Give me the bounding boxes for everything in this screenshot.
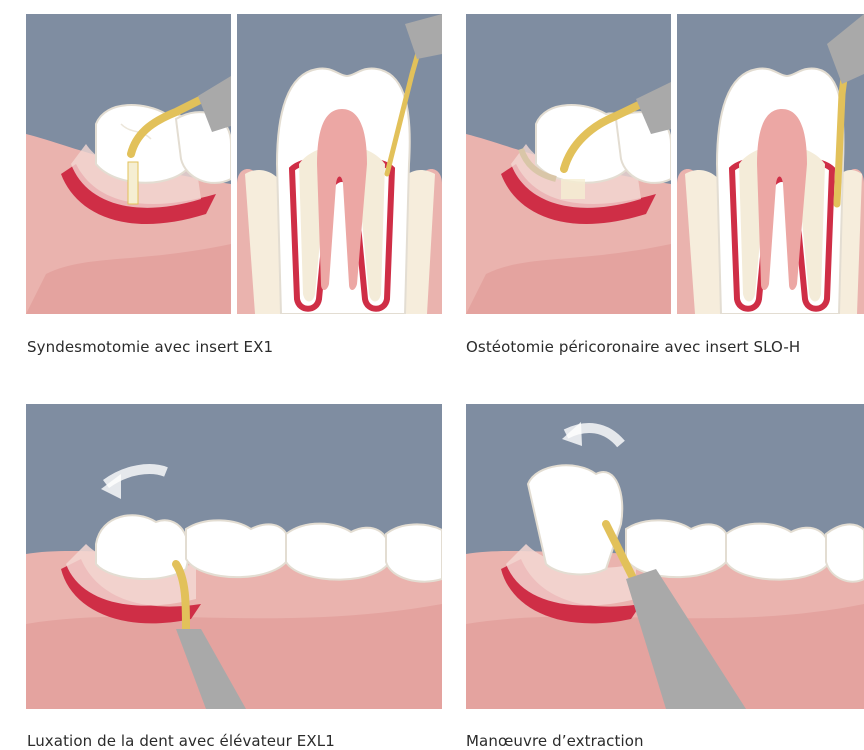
figure-2-occlusal-view: [466, 14, 671, 314]
figure-2-caption: Ostéotomie péricoronaire avec insert SLO…: [466, 338, 800, 356]
figure-4-caption: Manœuvre d’extraction: [466, 732, 644, 750]
figure-1-section-view: [237, 14, 442, 314]
figure-4-extraction-view: [466, 404, 864, 709]
figure-1-caption: Syndesmotomie avec insert EX1: [27, 338, 273, 356]
figure-3-caption: Luxation de la dent avec élévateur EXL1: [27, 732, 335, 750]
figure-3-luxation-view: [26, 404, 442, 709]
figure-1-occlusal-view: [26, 14, 231, 314]
figure-2-section-view: [677, 14, 864, 314]
